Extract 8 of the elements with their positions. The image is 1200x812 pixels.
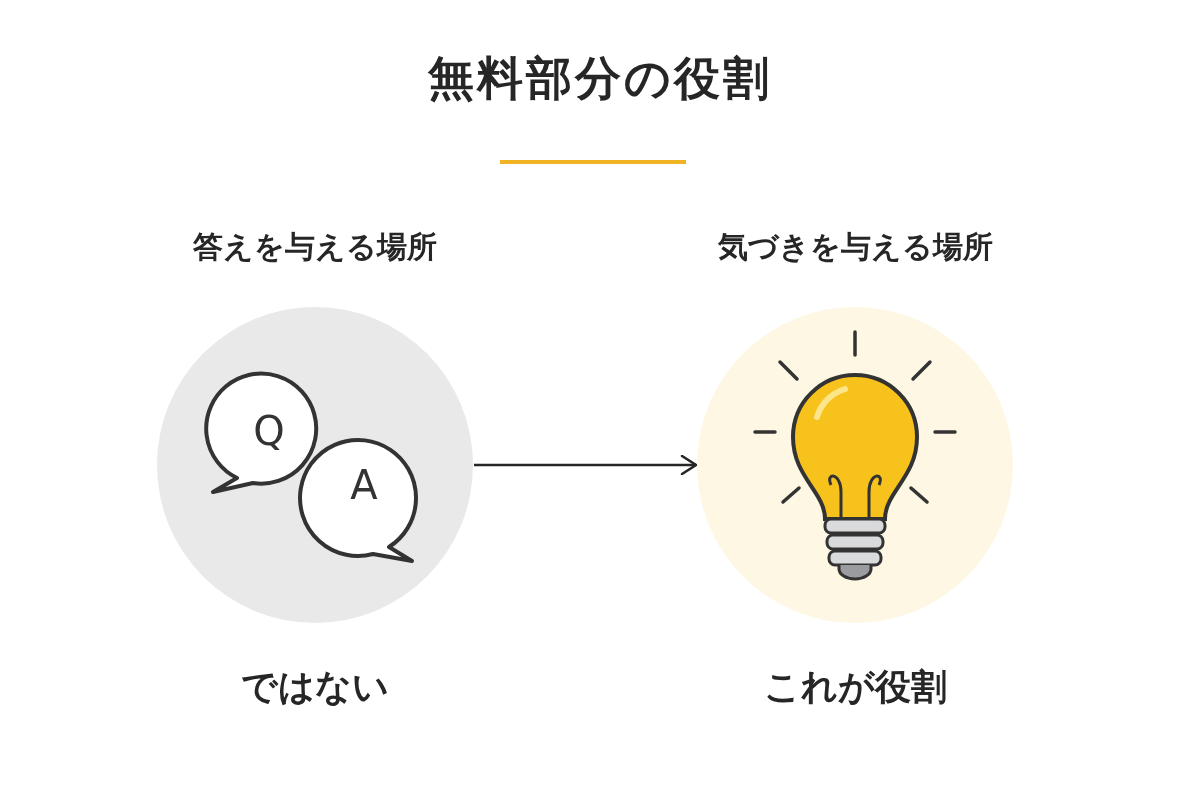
panel-caption: ではない (241, 665, 389, 709)
title: 無料部分の役割 (428, 50, 772, 107)
panel-heading: 答えを与える場所 (193, 228, 437, 266)
panel-caption: これが役割 (763, 665, 947, 709)
bubble-letter: A (350, 465, 378, 505)
arrow (474, 454, 698, 476)
panel-heading: 気づきを与える場所 (717, 228, 993, 266)
bubble-letter: Q (253, 411, 285, 451)
